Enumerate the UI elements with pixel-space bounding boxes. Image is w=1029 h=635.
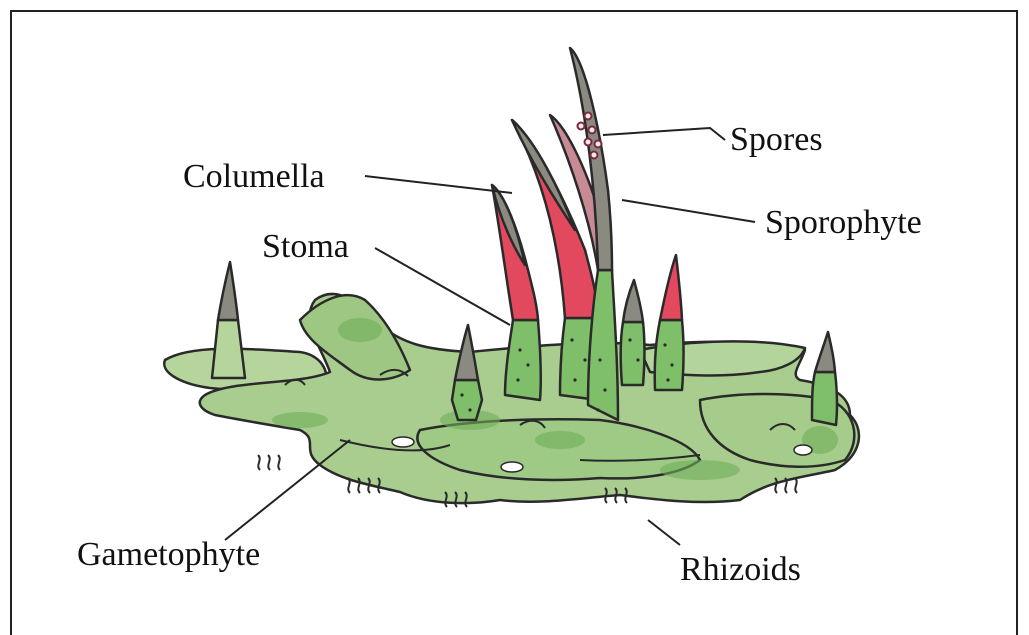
leader-stoma [375, 248, 510, 325]
stoma-pore [392, 437, 414, 447]
label-sporophyte: Sporophyte [765, 204, 922, 241]
sporophyte-small-right [812, 372, 837, 425]
leader-sporophyte [622, 200, 755, 222]
sporophyte-small-left [212, 320, 245, 378]
spore [591, 152, 598, 159]
sporophyte-tip [660, 255, 682, 320]
sporophyte-small [452, 380, 482, 420]
sporophyte-tip [815, 332, 835, 372]
sporophyte-tip [623, 280, 643, 322]
label-columella: Columella [183, 158, 325, 195]
leader-spores [603, 128, 725, 140]
label-spores: Spores [730, 121, 823, 158]
sporophyte-small [621, 322, 645, 385]
spore [578, 123, 585, 130]
leader-gametophyte [225, 440, 350, 540]
sporophyte-tip [218, 262, 238, 320]
leader-columella [365, 176, 512, 193]
label-stoma: Stoma [262, 228, 349, 265]
sporophyte-columella-base [505, 320, 541, 400]
stoma-pore [794, 445, 812, 455]
spore [595, 141, 602, 148]
spore [585, 139, 592, 146]
leader-rhizoids [648, 520, 680, 545]
label-gametophyte: Gametophyte [77, 536, 260, 573]
label-rhizoids: Rhizoids [680, 551, 801, 588]
spore [589, 127, 596, 134]
spore [585, 113, 592, 120]
stoma-pore [501, 462, 523, 472]
